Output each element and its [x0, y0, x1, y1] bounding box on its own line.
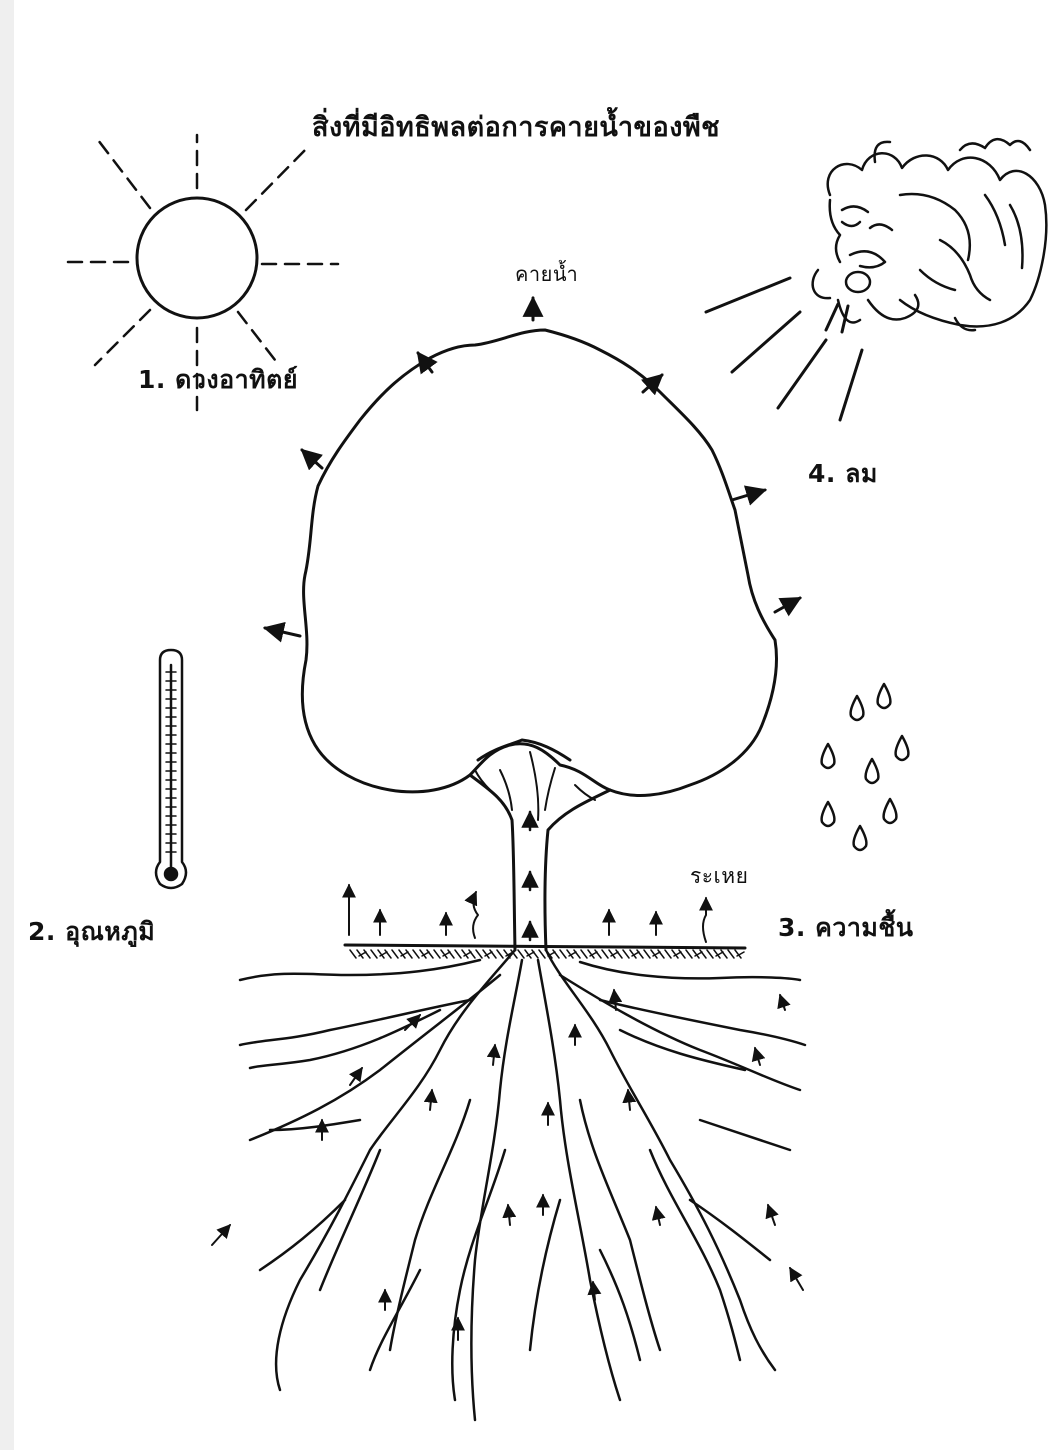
- wind-label: 4. ลม: [808, 454, 878, 494]
- roots-icon: [240, 950, 805, 1420]
- temperature-label: 2. อุณหภูมิ: [28, 912, 155, 952]
- evaporation-label: ระเหย: [690, 860, 748, 893]
- wind-face-icon: [813, 139, 1047, 330]
- transpiration-label: คายน้ำ: [515, 258, 578, 290]
- humidity-label: 3. ความชื้น: [778, 908, 913, 948]
- water-drops-icon: [822, 684, 909, 850]
- tree-trunk: [470, 740, 610, 950]
- soil-line-icon: [345, 945, 745, 958]
- thermometer-icon: [156, 650, 186, 888]
- sun-label: 1. ดวงอาทิตย์: [138, 360, 298, 400]
- evaporation-arrows: [349, 885, 706, 942]
- page-title: สิ่งที่มีอิทธิพลต่อการคายน้ำของพืช: [312, 105, 720, 148]
- tree-crown: [302, 330, 776, 795]
